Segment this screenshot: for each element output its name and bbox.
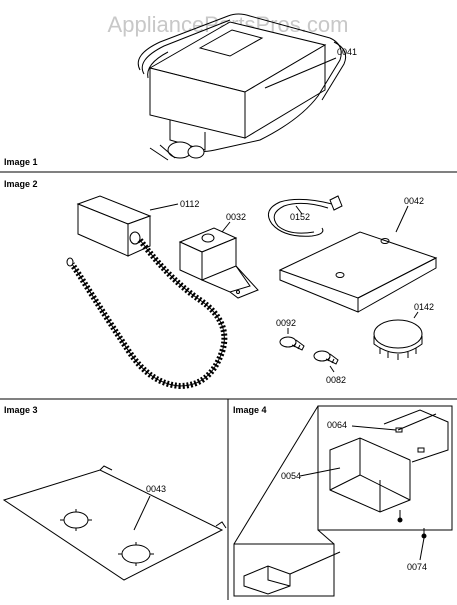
part-0032-bracket: [178, 221, 259, 299]
part-0142-plug-cap: [373, 311, 423, 360]
part-0152-wire-clip: [267, 195, 343, 237]
callout-0043: 0043: [146, 484, 166, 494]
panel-label-image-4: Image 4: [233, 405, 267, 415]
callout-0082: 0082: [326, 375, 346, 385]
part-0042-cover-plate: [278, 205, 438, 313]
part-0092-screw: [279, 328, 305, 351]
panel-dividers: [0, 171, 457, 600]
panel-label-image-3: Image 3: [4, 405, 38, 415]
part-0043-plate: [2, 465, 227, 581]
part-0112-sensor-tube: [66, 195, 228, 390]
callout-0074: 0074: [407, 562, 427, 572]
panel-label-image-1: Image 1: [4, 157, 38, 167]
part-assembly-image-4: [233, 405, 453, 597]
callout-0142: 0142: [414, 302, 434, 312]
callout-0112: 0112: [180, 199, 199, 209]
panel-label-image-2: Image 2: [4, 179, 38, 189]
callout-0042: 0042: [404, 196, 424, 206]
callout-0032: 0032: [226, 212, 246, 222]
part-0041-box-assembly: [137, 13, 347, 161]
callout-0041: 0041: [337, 47, 357, 57]
callout-0092: 0092: [276, 318, 296, 328]
callout-0152: 0152: [290, 212, 310, 222]
callout-0064: 0064: [327, 420, 347, 430]
detail-frame-large: [317, 405, 453, 531]
callout-0054: 0054: [281, 471, 301, 481]
part-0082-screw: [313, 350, 339, 373]
detail-frame-small: [233, 543, 335, 597]
